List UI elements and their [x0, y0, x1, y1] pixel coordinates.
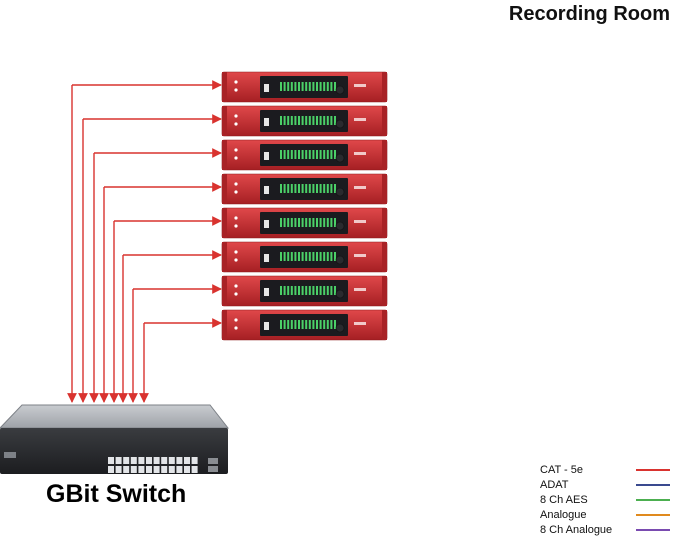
legend-label: CAT - 5e	[540, 463, 583, 476]
cable	[128, 284, 222, 403]
legend-swatch	[636, 528, 670, 531]
unit-knob	[335, 289, 345, 299]
switch-port	[191, 457, 198, 464]
unit-knob	[335, 119, 345, 129]
interface-unit	[221, 207, 388, 239]
cable	[67, 80, 222, 403]
unit-display	[260, 76, 348, 98]
switch-port	[108, 466, 114, 473]
legend-item: CAT - 5e	[540, 462, 670, 477]
cable	[89, 148, 222, 403]
interface-units	[221, 71, 388, 341]
switch-port	[184, 457, 190, 464]
legend-item: ADAT	[540, 477, 670, 492]
switch-port	[168, 466, 175, 473]
legend-item: Analogue	[540, 507, 670, 522]
legend-swatch	[636, 483, 670, 486]
legend: CAT - 5e ADAT 8 Ch AES Analogue 8 Ch Ana…	[540, 462, 670, 537]
switch-port	[146, 457, 152, 464]
switch-port	[115, 457, 122, 464]
legend-item: 8 Ch AES	[540, 492, 670, 507]
unit-display	[260, 280, 348, 302]
legend-label: ADAT	[540, 478, 569, 491]
legend-label: Analogue	[540, 508, 587, 521]
cable	[78, 114, 222, 403]
interface-unit	[221, 71, 388, 103]
switch-port	[153, 466, 160, 473]
switch-port	[153, 457, 160, 464]
unit-knob	[335, 323, 345, 333]
switch-port	[146, 466, 152, 473]
cat5e-cables	[67, 80, 222, 403]
switch-port	[161, 466, 168, 473]
unit-display	[260, 110, 348, 132]
cable	[109, 216, 222, 403]
cable	[118, 250, 222, 403]
cable	[99, 182, 222, 403]
unit-knob	[335, 187, 345, 197]
interface-unit	[221, 105, 388, 137]
unit-display	[260, 178, 348, 200]
switch-port	[191, 466, 198, 473]
switch-port	[115, 466, 122, 473]
unit-knob	[335, 85, 345, 95]
switch-port	[168, 457, 175, 464]
switch-port	[123, 466, 130, 473]
legend-label: 8 Ch AES	[540, 493, 588, 506]
unit-display	[260, 144, 348, 166]
gbit-switch	[0, 404, 230, 474]
unit-display	[260, 212, 348, 234]
switch-port	[161, 457, 168, 464]
switch-port	[130, 457, 137, 464]
switch-port	[176, 466, 183, 473]
switch-port	[138, 457, 145, 464]
interface-unit	[221, 139, 388, 171]
interface-unit	[221, 173, 388, 205]
unit-knob	[335, 255, 345, 265]
switch-label: GBit Switch	[46, 480, 187, 508]
switch-port	[130, 466, 137, 473]
legend-swatch	[636, 498, 670, 501]
interface-unit	[221, 241, 388, 273]
room-title: Recording Room	[508, 3, 670, 25]
unit-display	[260, 246, 348, 268]
legend-swatch	[636, 513, 670, 516]
switch-port	[138, 466, 145, 473]
legend-swatch	[636, 468, 670, 471]
cable	[139, 318, 222, 403]
unit-display	[260, 314, 348, 336]
switch-port	[123, 457, 130, 464]
interface-unit	[221, 275, 388, 307]
interface-unit	[221, 309, 388, 341]
switch-port	[184, 466, 190, 473]
legend-label: 8 Ch Analogue	[540, 523, 613, 536]
legend-item: 8 Ch Analogue	[540, 522, 670, 537]
switch-ports	[108, 457, 198, 473]
switch-port	[176, 457, 183, 464]
switch-port	[108, 457, 114, 464]
unit-knob	[335, 153, 345, 163]
unit-knob	[335, 221, 345, 231]
